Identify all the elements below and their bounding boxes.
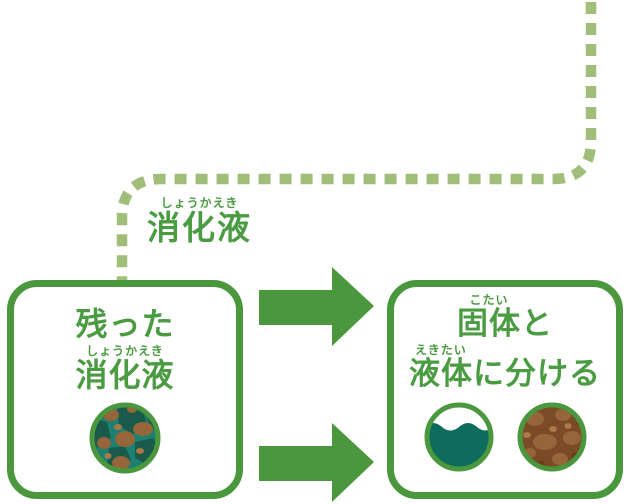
right-card-line1-furigana: こたい: [457, 293, 521, 307]
right-card-separate: 固体こたいと 液体えきたいに分ける: [387, 280, 623, 499]
right-card-line2-base: 液体: [409, 356, 473, 393]
right-card-line2-rest: に分ける: [473, 356, 601, 393]
residual-digestive-fluid-circle-icon: [89, 402, 161, 474]
right-card-title-line1: 固体こたいと: [457, 293, 553, 341]
right-card-line2-furigana: えきたい: [409, 343, 473, 358]
flow-label-base: 消化液: [147, 208, 252, 247]
left-card-line2-furigana: しょうかえき: [75, 343, 175, 358]
right-card-line1-rest: と: [521, 306, 553, 342]
left-card-title-line1: 残った: [75, 305, 175, 343]
left-card-title-line2: 消化液しょうかえき: [75, 344, 174, 393]
right-card-line1-base: 固体: [457, 306, 521, 342]
arrow-right-bottom-icon: [259, 423, 374, 502]
separated-solid-circle-icon: [517, 402, 586, 472]
left-card-remaining-fluid: 残った 消化液しょうかえき: [7, 280, 243, 499]
separated-samples-row: [422, 400, 589, 474]
flow-label: 消化液しょうかえき: [147, 196, 252, 249]
dashed-flow-line-icon: [116, 2, 597, 281]
flow-label-furigana: しょうかえき: [147, 196, 252, 210]
separated-liquid-circle-icon: [424, 402, 493, 472]
arrow-right-top-icon: [259, 267, 374, 346]
left-card-line2-base: 消化液: [75, 355, 175, 394]
flow-label-text: 消化液しょうかえき: [147, 196, 252, 247]
right-card-title-line2: 液体えきたいに分ける: [409, 343, 601, 391]
